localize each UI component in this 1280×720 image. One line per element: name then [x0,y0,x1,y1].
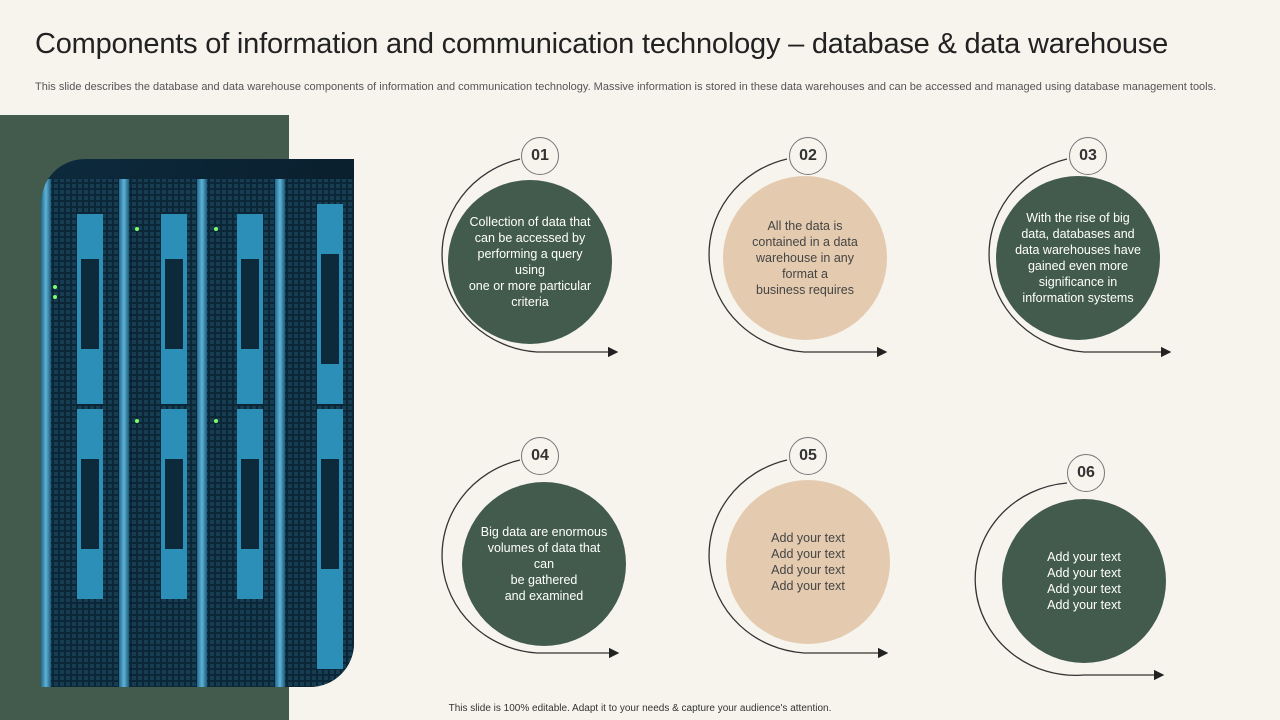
component-circle-03: With the rise of big data, databases and… [996,176,1160,340]
arc-04 [441,459,620,659]
arc-05 [708,459,889,659]
component-circle-04: Big data are enormous volumes of data th… [462,482,626,646]
component-circle-02: All the data is contained in a data ware… [723,176,887,340]
arc-06 [974,482,1165,681]
component-circle-05: Add your text Add your text Add your tex… [726,480,890,644]
slide-title: Components of information and communicat… [35,28,1169,60]
slide-subtitle: This slide describes the database and da… [35,81,1217,93]
number-badge-03: 03 [1069,137,1107,175]
component-circle-06: Add your text Add your text Add your tex… [1002,499,1166,663]
component-circle-01: Collection of data that can be accessed … [448,180,612,344]
slide-footer: This slide is 100% editable. Adapt it to… [448,703,832,714]
server-unit [275,179,354,687]
arc-02 [708,158,888,358]
arc-03 [988,158,1172,358]
number-badge-02: 02 [789,137,827,175]
number-badge-05: 05 [789,437,827,475]
arc-01 [441,158,619,358]
number-badge-06: 06 [1067,454,1105,492]
server-rack-image [41,159,354,687]
server-unit [119,179,197,687]
server-unit [197,179,275,687]
number-badge-04: 04 [521,437,559,475]
number-badge-01: 01 [521,137,559,175]
server-unit [41,179,119,687]
